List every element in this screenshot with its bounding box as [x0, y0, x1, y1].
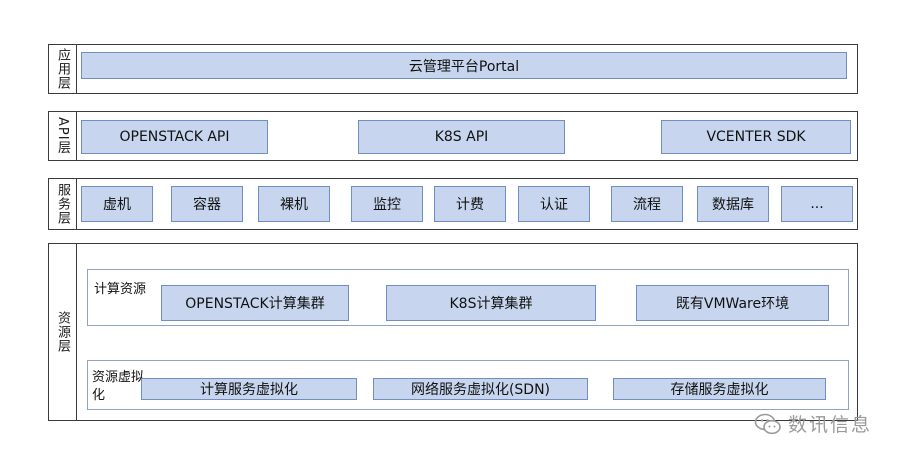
openstack-api-box: OPENSTACK API	[81, 120, 268, 154]
service-workflow-box: 流程	[611, 186, 683, 222]
resource-layer-label: 资源层	[49, 244, 77, 420]
service-layer: 服务层 虚机 容器 裸机 监控 计费 认证 流程 数据库 ...	[48, 178, 858, 230]
service-container-box: 容器	[171, 186, 243, 222]
resource-layer: 资源层 计算资源 OPENSTACK计算集群 K8S计算集群 既有VMWare环…	[48, 243, 858, 421]
service-database-box: 数据库	[697, 186, 769, 222]
watermark: 数讯信息	[754, 410, 872, 437]
wechat-icon	[754, 413, 781, 434]
service-billing-box: 计费	[434, 186, 506, 222]
service-auth-box: 认证	[518, 186, 590, 222]
virtualization-group: 资源虚拟化 计算服务虚拟化 网络服务虚拟化(SDN) 存储服务虚拟化	[87, 360, 849, 410]
api-layer: API层 OPENSTACK API K8S API VCENTER SDK	[48, 111, 858, 161]
network-virtualization-box: 网络服务虚拟化(SDN)	[373, 378, 588, 400]
service-more-box: ...	[781, 186, 853, 222]
service-layer-label: 服务层	[49, 179, 77, 229]
openstack-cluster-box: OPENSTACK计算集群	[161, 285, 349, 321]
application-layer: 应用层 云管理平台Portal	[48, 44, 858, 94]
compute-virtualization-box: 计算服务虚拟化	[141, 378, 357, 400]
virtualization-label: 资源虚拟化	[92, 370, 145, 403]
service-baremetal-box: 裸机	[258, 186, 330, 222]
service-monitoring-box: 监控	[351, 186, 423, 222]
compute-resource-label: 计算资源	[94, 282, 147, 297]
storage-virtualization-box: 存储服务虚拟化	[613, 378, 826, 400]
watermark-text: 数讯信息	[787, 414, 872, 436]
k8s-cluster-box: K8S计算集群	[386, 285, 596, 321]
api-layer-label: API层	[49, 112, 77, 160]
portal-box: 云管理平台Portal	[81, 52, 847, 79]
vmware-env-box: 既有VMWare环境	[636, 285, 829, 321]
compute-resource-group: 计算资源 OPENSTACK计算集群 K8S计算集群 既有VMWare环境	[87, 269, 849, 326]
service-vm-box: 虚机	[81, 186, 153, 222]
vcenter-sdk-box: VCENTER SDK	[661, 120, 851, 154]
k8s-api-box: K8S API	[358, 120, 565, 154]
application-layer-label: 应用层	[49, 45, 77, 93]
